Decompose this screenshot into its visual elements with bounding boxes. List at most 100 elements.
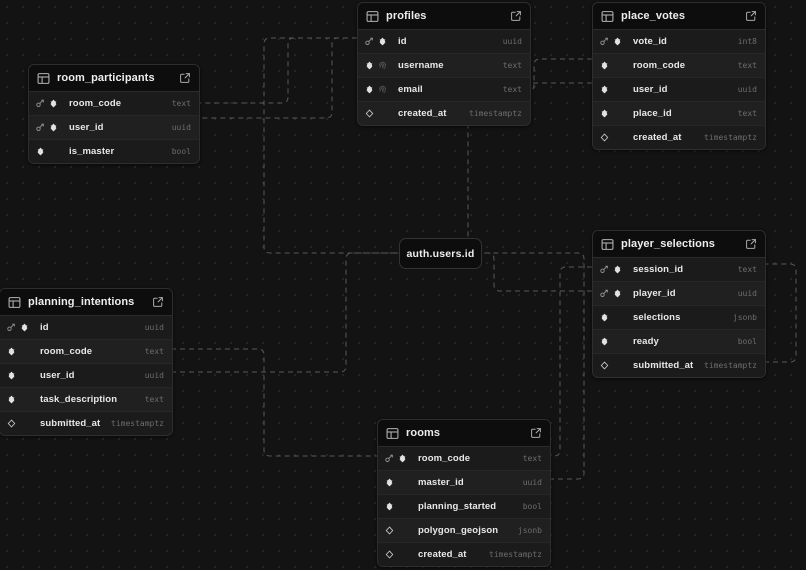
table-header[interactable]: place_votes (593, 3, 765, 30)
column-icons (600, 85, 630, 94)
auth-users-id-label: auth.users.id (406, 247, 475, 260)
column-name: selections (633, 312, 681, 323)
column-type: jsonb (517, 526, 542, 535)
external-link-icon[interactable] (745, 10, 757, 22)
column-type: text (502, 61, 522, 70)
column-type: text (737, 265, 757, 274)
column-name: user_id (69, 122, 104, 133)
column-name: id (40, 322, 49, 333)
key-icon (600, 289, 608, 297)
edge-place_votes-room_code-to-profiles-email (527, 58, 592, 92)
column-name: room_code (418, 453, 471, 464)
external-link-icon[interactable] (179, 72, 191, 84)
column-row[interactable]: room_code text (593, 54, 765, 78)
table-node-player_selections[interactable]: player_selections session_id text player_id… (592, 230, 766, 378)
column-name: session_id (633, 264, 684, 275)
column-name: master_id (418, 477, 464, 488)
column-icons (36, 99, 66, 108)
column-icons (600, 337, 630, 346)
diamond-filled-icon (8, 395, 15, 404)
key-icon (36, 123, 44, 131)
diamond-filled-icon (601, 61, 608, 70)
column-type: text (737, 61, 757, 70)
table-header[interactable]: rooms (378, 420, 550, 447)
table-name: place_votes (621, 10, 686, 22)
table-header[interactable]: profiles (358, 3, 530, 30)
column-icons (36, 147, 66, 156)
column-type: uuid (171, 123, 191, 132)
external-link-icon[interactable] (530, 427, 542, 439)
column-row[interactable]: id uuid (0, 316, 172, 340)
column-name: user_id (633, 84, 668, 95)
diamond-filled-icon (366, 85, 373, 94)
external-link-icon[interactable] (745, 238, 757, 250)
column-icons (600, 37, 630, 46)
edge-profiles-id-to-room_participants-room_code (198, 37, 357, 104)
diamond-filled-icon (614, 289, 621, 298)
external-link-icon[interactable] (152, 296, 164, 308)
column-type: uuid (144, 323, 164, 332)
table-icon (8, 296, 21, 308)
key-icon (385, 454, 393, 462)
column-row[interactable]: user_id uuid (29, 116, 199, 140)
column-icons (600, 313, 630, 322)
table-header[interactable]: room_participants (29, 65, 199, 92)
external-link-icon[interactable] (510, 10, 522, 22)
table-name: player_selections (621, 238, 716, 250)
table-name: rooms (406, 427, 441, 439)
column-icons (385, 478, 415, 487)
column-name: is_master (69, 146, 115, 157)
diamond-outline-icon (7, 419, 16, 428)
column-name: created_at (418, 549, 467, 560)
auth-users-id-node[interactable]: auth.users.id (399, 238, 482, 269)
column-row[interactable]: session_id text (593, 258, 765, 282)
edge-player_selections-submitted_at-to-canvas-right (764, 263, 797, 363)
diamond-filled-icon (21, 323, 28, 332)
column-name: created_at (633, 132, 682, 143)
column-icons (385, 550, 415, 559)
column-name: submitted_at (40, 418, 101, 429)
column-icons (600, 61, 630, 70)
column-type: timestamptz (704, 361, 757, 370)
column-type: uuid (737, 289, 757, 298)
column-name: room_code (633, 60, 686, 71)
key-icon (7, 323, 15, 331)
table-header[interactable]: player_selections (593, 231, 765, 258)
column-icons (385, 502, 415, 511)
table-icon (366, 10, 379, 22)
column-type: int8 (737, 37, 757, 46)
diamond-filled-icon (8, 347, 15, 356)
edge-planning_intentions-room_code-to-rooms-room_code (171, 348, 377, 457)
table-header[interactable]: planning_intentions (0, 289, 172, 316)
table-icon (601, 10, 614, 22)
